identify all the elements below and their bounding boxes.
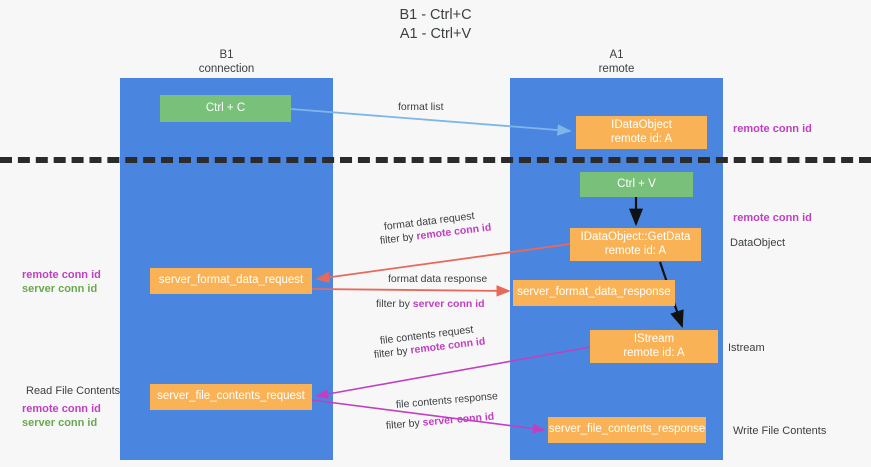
side-label-remote-conn-id-mid: remote conn id [733,211,812,225]
lane-header-b1-sub: connection [198,63,255,75]
side-label-remote-conn-id-mid-text: remote conn id [733,212,812,224]
filter-prefix: filter by [379,230,418,247]
side-label-istream-text: Istream [728,342,765,354]
box-ctrl-v[interactable]: Ctrl + V [580,172,693,197]
box-server-file-contents-request-label: server_file_contents_request [157,390,305,403]
side-label-server-conn-id-left: server conn id [22,283,98,295]
arrow-label-format-list: format list [398,100,444,114]
arrow-label-format-data-response-filter: filter by server conn id [376,297,485,311]
arrow-label-file-contents-response-text: file contents response [395,390,499,411]
box-ctrl-c-label: Ctrl + C [205,101,246,114]
box-ctrl-c[interactable]: Ctrl + C [160,95,291,122]
side-label-server-conn-id-left-2: server conn id [22,417,98,429]
box-server-format-data-request-label: server_format_data_request [158,274,304,287]
box-server-format-data-response-label: server_format_data_response [517,286,671,299]
filter-prefix: filter by [376,298,413,310]
box-server-format-data-request[interactable]: server_format_data_request [150,268,312,294]
filter-prefix: filter by [373,344,412,361]
filter-key-server-conn-id: server conn id [412,298,485,310]
side-label-remote-conn-id-top: remote conn id [733,122,812,136]
lane-header-a1: A1 remote [510,48,723,76]
arrow-label-file-contents-response: file contents response [395,389,498,412]
box-server-file-contents-response[interactable]: server_file_contents_response [548,417,706,443]
side-label-write-file-contents: Write File Contents [733,424,826,438]
filter-key-server-conn-id: server conn id [422,410,495,429]
box-istream-line1: IStream [633,333,675,345]
lane-header-b1-name: B1 [219,49,234,61]
arrow-label-format-list-text: format list [398,101,444,113]
side-label-dataobject-text: DataObject [730,237,786,249]
box-getdata-line2: remote id: A [604,244,667,257]
side-label-remote-conn-id-left: remote conn id [22,269,101,281]
box-istream[interactable]: IStream remote id: A [590,330,718,363]
box-server-file-contents-response-label: server_file_contents_response [548,423,706,436]
section-divider [0,157,871,163]
side-label-remote-conn-id-left-2: remote conn id [22,403,101,415]
side-label-write-file-contents-text: Write File Contents [733,425,827,437]
box-server-file-contents-request[interactable]: server_file_contents_request [150,384,312,410]
side-label-read-file-contents-text: Read File Contents [26,385,121,397]
side-label-istream: Istream [728,341,765,355]
box-idataobject-getdata[interactable]: IDataObject::GetData remote id: A [570,228,701,261]
side-label-conn-ids-bottom: remote conn id server conn id [22,402,101,430]
box-istream-line2: remote id: A [623,346,685,359]
title-line-2: A1 - Ctrl+V [399,26,472,42]
arrow-label-format-data-response: format data response [388,272,487,286]
filter-prefix: filter by [385,416,424,432]
side-label-conn-ids-mid: remote conn id server conn id [22,268,101,296]
box-ctrl-v-label: Ctrl + V [617,177,656,190]
title-line-1: B1 - Ctrl+C [399,7,472,23]
box-getdata-line1: IDataObject::GetData [580,231,691,243]
arrow-label-format-data-response-text: format data response [388,273,488,285]
box-idataobject-line2: remote id: A [610,132,673,145]
lane-header-a1-name: A1 [609,49,624,61]
side-label-dataobject: DataObject [730,236,785,250]
box-idataobject-line1: IDataObject [611,119,672,131]
box-idataobject[interactable]: IDataObject remote id: A [576,116,707,149]
page-title: B1 - Ctrl+C A1 - Ctrl+V [0,6,871,44]
lane-header-b1: B1 connection [120,48,333,76]
side-label-remote-conn-id-top-text: remote conn id [733,123,812,135]
lane-header-a1-sub: remote [598,63,635,75]
arrow-label-file-contents-response-filter: filter by server conn id [385,410,494,433]
box-server-format-data-response[interactable]: server_format_data_response [513,280,675,306]
side-label-read-file-contents: Read File Contents [26,384,120,398]
